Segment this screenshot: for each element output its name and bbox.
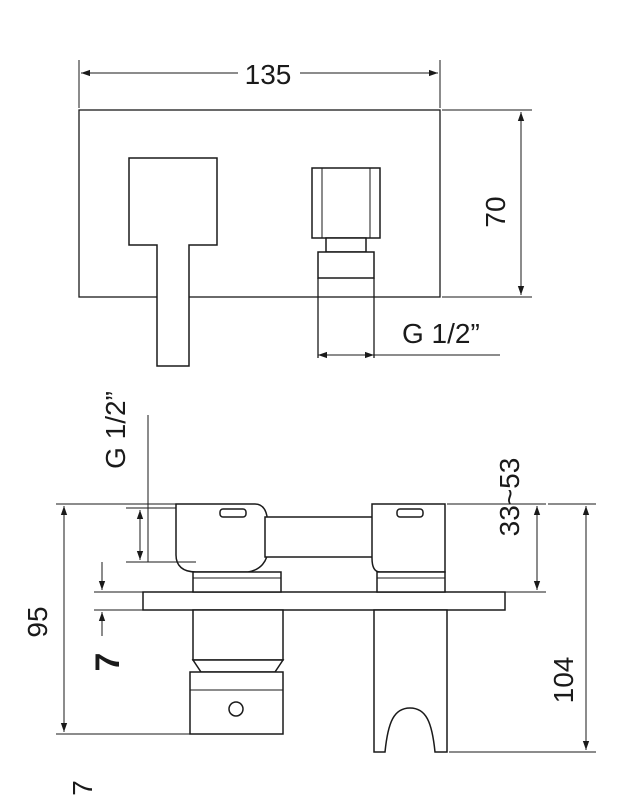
label-33-53: 33~53 (494, 458, 525, 537)
front-wall-plate (78, 109, 441, 298)
label-thread-top: G 1/2” (402, 318, 480, 349)
footnote-7: 7 (67, 780, 98, 796)
side-lever (175, 503, 446, 593)
dim-height-70: 70 (442, 109, 532, 298)
side-wall-plate (142, 591, 506, 611)
dim-thread-side: G 1/2” (100, 391, 196, 563)
dim-height-104: 104 (449, 503, 596, 753)
side-mixer-body (189, 609, 285, 735)
side-view: G 1/2” 95 7 33~53 104 (22, 391, 596, 753)
dim-height-95: 95 (22, 503, 190, 735)
mixer-screw (228, 701, 244, 717)
label-70: 70 (480, 196, 511, 227)
front-lever-handle (128, 157, 218, 367)
dim-thread-top: G 1/2” (318, 318, 500, 359)
dim-width-135: 135 (78, 59, 441, 108)
side-shower-holder (373, 609, 448, 753)
front-shower-connector (311, 167, 381, 358)
dim-plate-7: 7 (89, 562, 143, 671)
label-135: 135 (245, 59, 292, 90)
label-95: 95 (22, 606, 53, 637)
dim-depth-33-53: 33~53 (447, 458, 546, 593)
label-thread-side: G 1/2” (100, 391, 131, 469)
front-view: 135 70 G 1/2” (78, 59, 532, 367)
label-7: 7 (89, 653, 127, 672)
label-104: 104 (548, 657, 579, 704)
